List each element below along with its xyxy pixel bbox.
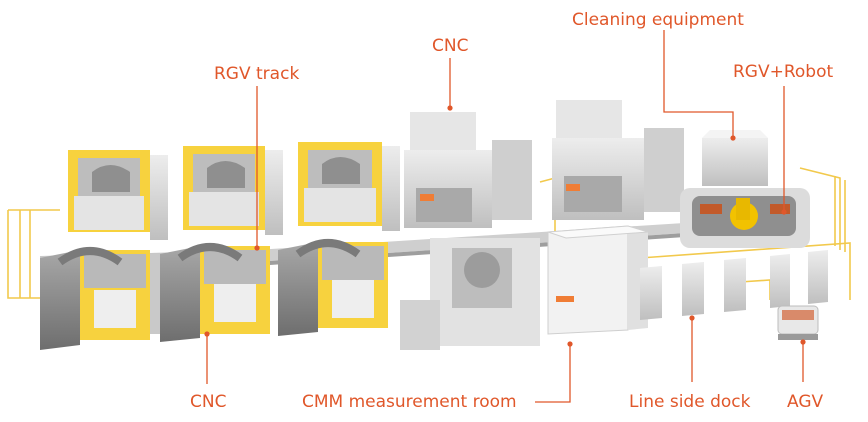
top-cnc-cell-3 <box>298 142 400 231</box>
top-cnc-cell-1 <box>68 150 168 240</box>
leader-cmm <box>535 344 571 403</box>
large-cnc-1 <box>404 112 532 228</box>
top-cnc-cells <box>68 142 400 240</box>
line-side-docks <box>640 250 828 320</box>
transfer-machine <box>400 238 540 350</box>
label-cleaning-equipment: Cleaning equipment <box>572 10 744 30</box>
rgv-robot-cell <box>680 188 810 248</box>
callout-lines <box>206 30 804 403</box>
fms-logo-3 <box>556 296 574 302</box>
label-rgv-track: RGV track <box>214 64 300 84</box>
label-cnc-top: CNC <box>432 36 469 56</box>
label-rgv-robot: RGV+Robot <box>733 62 834 82</box>
bottom-cnc-cells <box>40 239 388 350</box>
label-cmm-room: CMM measurement room <box>302 392 517 412</box>
cmm-room <box>547 225 649 335</box>
leader-cleaning <box>663 30 734 138</box>
callout-dots <box>204 105 806 347</box>
fms-logo-1 <box>420 194 434 201</box>
label-agv: AGV <box>787 392 824 412</box>
agv-vehicle <box>777 305 819 340</box>
bottom-cnc-cell-2 <box>160 243 270 342</box>
bottom-cnc-cell-1 <box>40 247 166 350</box>
label-line-side-dock: Line side dock <box>629 392 751 412</box>
label-cnc-bottom: CNC <box>190 392 227 412</box>
bottom-cnc-cell-3 <box>278 239 388 336</box>
cleaning-equipment <box>702 130 768 186</box>
large-cnc-machines <box>404 100 684 228</box>
large-cnc-2 <box>552 100 684 220</box>
fms-logo-2 <box>566 184 580 191</box>
top-cnc-cell-2 <box>183 146 283 235</box>
